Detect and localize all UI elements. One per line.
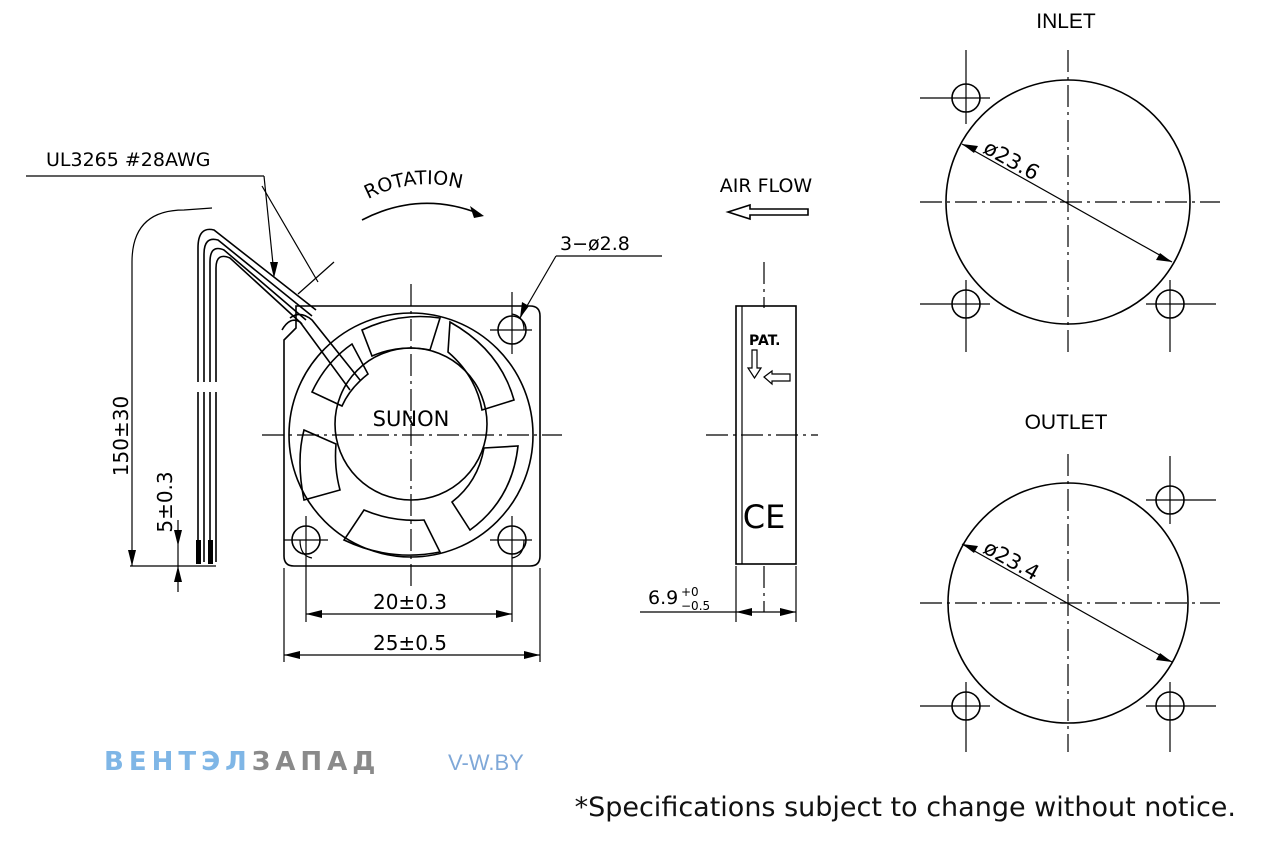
strip-length-arrow-bottom — [174, 566, 182, 582]
brand-label: SUNON — [373, 407, 450, 431]
inlet-hole-bottom-left — [920, 280, 990, 352]
patent-label: PAT. — [749, 333, 780, 349]
inlet-diameter-label: ø23.6 — [980, 135, 1044, 185]
outlet-diameter-line — [961, 543, 1173, 663]
air-flow-label: AIR FLOW — [720, 175, 813, 197]
inlet-circle — [945, 79, 1191, 325]
front-view: ROTATION SUNON — [26, 149, 662, 662]
outlet-diameter-label: ø23.4 — [980, 535, 1044, 585]
watermark-logo: ВЕНТЭЛЗАПАД — [104, 747, 380, 777]
hole-pitch-arrow-left — [306, 610, 322, 618]
wire-label: UL3265 #28AWG — [46, 149, 210, 171]
lead-length-dim-line — [131, 207, 213, 566]
outlet-hole-top-right — [1146, 456, 1216, 524]
fan-housing-circle — [288, 312, 534, 558]
inlet-label: INLET — [1036, 10, 1096, 33]
mount-hole-bottom-left — [284, 516, 328, 622]
thickness-arrow-right — [780, 608, 796, 616]
inlet-diameter-arrow-end — [1156, 253, 1172, 262]
thickness-arrow-left — [736, 608, 752, 616]
outlet-view: OUTLET ø23.4 — [920, 411, 1220, 752]
watermark-url: V-W.BY — [448, 750, 524, 775]
watermark: ВЕНТЭЛЗАПАД V-W.BY — [104, 747, 524, 777]
hole-pitch-arrow-right — [496, 610, 512, 618]
hole-label: 3−ø2.8 — [560, 233, 630, 255]
side-view: AIR FLOW PAT. CE 6.9 +0 −0.5 — [640, 175, 818, 622]
inlet-diameter-line — [961, 143, 1173, 263]
outlet-diameter-arrow-end — [1156, 653, 1172, 662]
wire-leader-arrow — [270, 262, 278, 278]
strip-length-arrow-top — [174, 530, 182, 546]
footnote: *Specifications subject to change withou… — [575, 792, 1236, 823]
frame-width-arrow-left — [284, 651, 300, 659]
lead-length-tick — [297, 261, 335, 295]
strip-length-label: 5±0.3 — [153, 471, 177, 532]
lead-wires — [196, 228, 361, 564]
fan-blades — [299, 315, 519, 556]
hole-pitch-label: 20±0.3 — [373, 590, 447, 614]
lead-length-label: 150±30 — [109, 396, 133, 476]
outlet-circle — [947, 482, 1189, 724]
lead-length-ext — [261, 185, 319, 283]
fan-frame — [283, 305, 541, 567]
inlet-view: INLET ø23.6 — [920, 10, 1220, 352]
lead-length-arrow — [128, 550, 136, 566]
outlet-label: OUTLET — [1025, 411, 1108, 434]
thickness-label: 6.9 — [648, 587, 678, 609]
ce-mark: CE — [743, 498, 786, 536]
thickness-tol-lower: −0.5 — [681, 599, 710, 613]
air-flow-arrow — [725, 203, 809, 221]
outlet-diameter-arrow-start — [962, 544, 978, 553]
wire-leader-line — [263, 175, 275, 275]
fan-hub — [334, 347, 488, 501]
outlet-hole-bottom-left — [920, 682, 990, 752]
thickness-tol-upper: +0 — [681, 585, 699, 599]
mount-hole-top-right — [490, 292, 532, 354]
mount-hole-bottom-right — [490, 516, 532, 622]
rotation-label: ROTATION — [361, 167, 465, 204]
inlet-hole-bottom-right — [1146, 280, 1216, 352]
outlet-hole-bottom-right — [1146, 682, 1216, 752]
inlet-diameter-arrow-start — [962, 144, 978, 153]
rotation-arrow-head — [470, 206, 484, 218]
inlet-hole-top-left — [920, 50, 990, 124]
frame-corner-details — [299, 313, 525, 559]
hole-leader-arrow — [520, 302, 529, 318]
frame-width-arrow-right — [524, 651, 540, 659]
patent-arrows-icon — [746, 349, 791, 386]
fan-side-body — [735, 305, 797, 565]
frame-width-label: 25±0.5 — [373, 631, 447, 655]
rotation-arc — [361, 202, 481, 221]
